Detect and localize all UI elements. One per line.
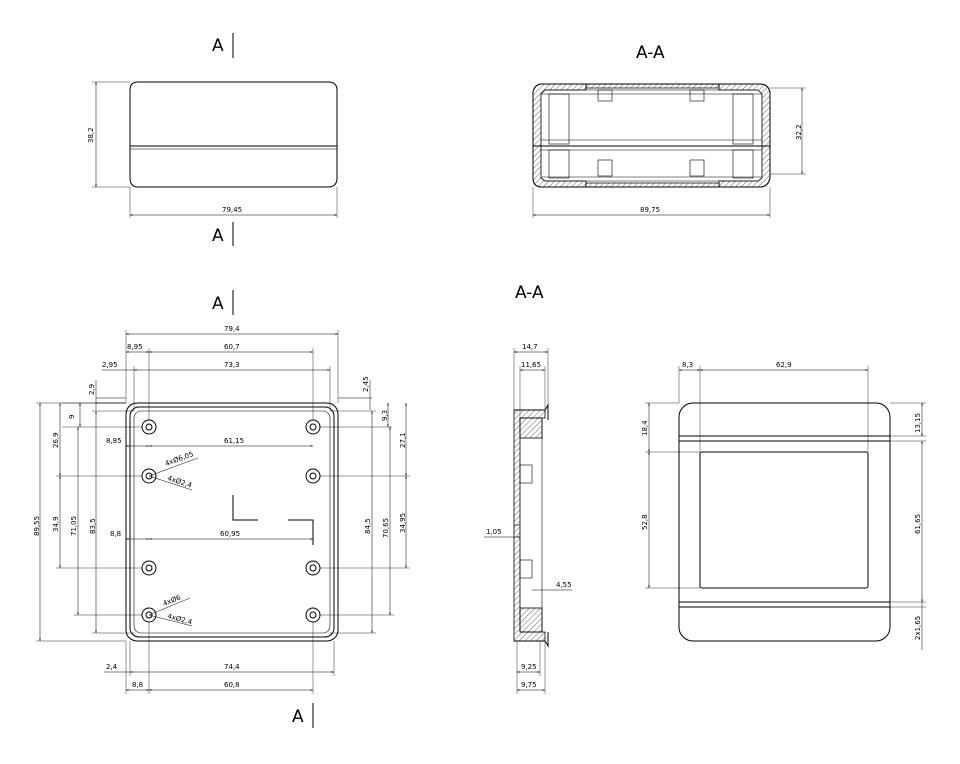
section-mark-top-2: A bbox=[212, 222, 234, 246]
dim-71-05: 71,05 bbox=[70, 516, 78, 536]
callout-hole-2-4-b: 4xØ2,4 bbox=[166, 612, 193, 626]
dim-79-4: 79,4 bbox=[224, 325, 240, 333]
section-letter: A bbox=[292, 707, 304, 727]
dim-8-85: 8,85 bbox=[106, 437, 122, 445]
dim-27-1: 27,1 bbox=[399, 432, 407, 448]
callout-hole-6-05: 4xØ6,05 bbox=[164, 450, 195, 468]
mounting-holes bbox=[141, 419, 321, 623]
dim-61-65: 61,65 bbox=[914, 514, 922, 534]
dim-width-89-75: 89,75 bbox=[640, 206, 660, 214]
section-view-aa: 32,2 89,75 bbox=[532, 83, 806, 218]
plan-view: 79,4 8,95 60,7 2,95 73,3 2,9 2,45 9 9,3 … bbox=[33, 325, 410, 694]
dim-60-95: 60,95 bbox=[220, 530, 240, 538]
dim-2x1-65: 2x1,65 bbox=[914, 616, 922, 640]
dim-4-55: 4,55 bbox=[556, 581, 572, 589]
dim-2-95: 2,95 bbox=[102, 361, 118, 369]
dim-1-05: 1,05 bbox=[486, 528, 502, 536]
dim-9-25: 9,25 bbox=[521, 663, 537, 671]
section-mark-plan-bottom: A bbox=[292, 703, 314, 728]
side-section-view: 14,7 11,65 1,05 4,55 9,25 9,75 bbox=[484, 343, 572, 694]
section-letter: A bbox=[212, 226, 224, 246]
dim-9-75: 9,75 bbox=[521, 681, 537, 689]
dim-60-7: 60,7 bbox=[224, 343, 240, 351]
dim-73-3: 73,3 bbox=[224, 361, 240, 369]
dim-2-9: 2,9 bbox=[88, 384, 96, 395]
dim-18-4: 18,4 bbox=[641, 420, 649, 436]
dim-2-4: 2,4 bbox=[106, 663, 118, 671]
dim-60-8: 60,8 bbox=[224, 681, 240, 689]
section-title-aa-side: A-A bbox=[515, 283, 544, 303]
dim-52-8: 52,8 bbox=[641, 514, 649, 530]
dim-8-8-a: 8,8 bbox=[110, 530, 121, 538]
dim-11-65: 11,65 bbox=[521, 361, 541, 369]
dim-height-32-2: 32,2 bbox=[795, 124, 803, 140]
dim-2-45: 2,45 bbox=[362, 376, 370, 392]
dim-83-5: 83,5 bbox=[89, 518, 97, 534]
section-mark-plan-top: A bbox=[212, 290, 234, 315]
section-mark-top-1: A bbox=[212, 33, 234, 58]
dim-8-3: 8,3 bbox=[682, 361, 693, 369]
dim-70-65: 70,65 bbox=[382, 518, 390, 538]
dim-26-9: 26,9 bbox=[52, 432, 60, 448]
dim-height-38-2: 38,2 bbox=[87, 127, 95, 143]
section-title-aa-top: A-A bbox=[636, 43, 665, 63]
dim-84-5: 84,5 bbox=[364, 518, 372, 534]
dim-34-9: 34,9 bbox=[52, 516, 60, 532]
dim-74-4: 74,4 bbox=[224, 663, 240, 671]
dim-9-3: 9,3 bbox=[381, 410, 389, 421]
dim-13-15: 13,15 bbox=[914, 413, 922, 433]
callout-hole-2-4-a: 4xØ2,4 bbox=[166, 474, 193, 490]
dim-61-15: 61,15 bbox=[224, 437, 244, 445]
dim-34-95: 34,95 bbox=[399, 513, 407, 533]
section-letter: A bbox=[212, 294, 224, 314]
dim-width-79-45: 79,45 bbox=[222, 206, 242, 214]
dim-8-95: 8,95 bbox=[127, 343, 143, 351]
dim-9: 9 bbox=[68, 415, 76, 419]
dim-89-55: 89,55 bbox=[33, 516, 41, 536]
front-view: 38,2 79,45 bbox=[87, 81, 338, 218]
dim-14-7: 14,7 bbox=[522, 343, 538, 351]
dim-8-8-b: 8,8 bbox=[132, 681, 143, 689]
dim-62-9: 62,9 bbox=[776, 361, 792, 369]
lid-view: 8,3 62,9 18,4 52,8 13,15 61,65 2x1,65 bbox=[641, 361, 926, 650]
section-letter: A bbox=[212, 36, 224, 56]
